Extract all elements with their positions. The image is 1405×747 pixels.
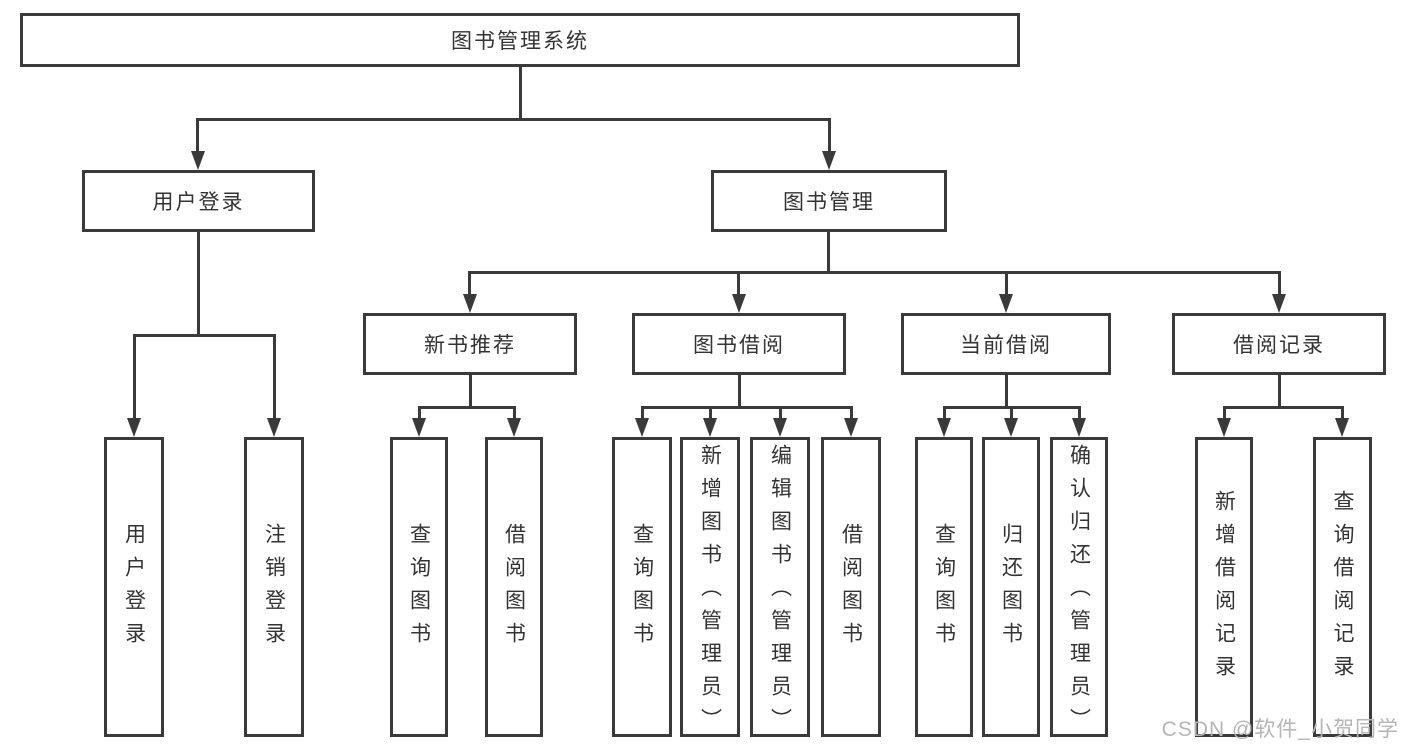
leaf-query-books-recommend: 查询图书	[390, 437, 448, 737]
edge-book-mgmt-rail	[469, 271, 1281, 274]
leaf-confirm-return-admin: 确认归还（管理员）	[1050, 437, 1108, 741]
edge-root-rail	[197, 118, 831, 121]
arrowhead-book-borrow	[732, 294, 746, 313]
edge-book-borrow-rail	[641, 406, 852, 409]
node-new-book-recommend: 新书推荐	[363, 313, 577, 375]
edge-user-login-stem	[197, 230, 200, 337]
edge-to-user-login	[196, 118, 199, 154]
arrowhead-leaf-login	[127, 418, 141, 437]
arrowhead-leaf	[635, 418, 649, 437]
edge-borrow-record-stem	[1278, 373, 1281, 409]
node-book-borrowing: 图书借阅	[632, 313, 846, 375]
edge-to-book-borrow	[737, 271, 740, 297]
edge-to-leaf	[779, 406, 782, 420]
arrowhead-new-book	[463, 294, 477, 313]
edge-to-leaf	[641, 406, 644, 420]
edge-to-leaf	[1010, 406, 1013, 420]
edge-to-book-mgmt	[828, 118, 831, 154]
arrowhead-book-mgmt	[822, 151, 836, 170]
arrowhead-leaf	[844, 418, 858, 437]
edge-to-current-borrow	[1005, 271, 1008, 297]
leaf-add-borrow-record: 新增借阅记录	[1195, 437, 1253, 737]
edge-to-leaf	[850, 406, 853, 420]
node-user-login: 用户登录	[82, 170, 315, 232]
leaf-borrow-books-recommend: 借阅图书	[485, 437, 543, 737]
edge-to-leaf-login	[133, 334, 136, 420]
edge-to-leaf	[1078, 406, 1081, 420]
edge-new-book-stem	[469, 373, 472, 409]
leaf-return-books: 归还图书	[982, 437, 1040, 737]
edge-to-leaf	[513, 406, 516, 420]
arrowhead-leaf	[703, 418, 717, 437]
node-book-management: 图书管理	[711, 170, 947, 232]
node-current-borrowing: 当前借阅	[901, 313, 1111, 375]
arrowhead-leaf	[1072, 418, 1086, 437]
edge-to-leaf-logout	[273, 334, 276, 420]
leaf-logout: 注销登录	[244, 437, 304, 737]
leaf-query-borrow-record: 查询借阅记录	[1313, 437, 1372, 737]
edge-to-leaf	[943, 406, 946, 420]
arrowhead-leaf	[1217, 418, 1231, 437]
edge-book-borrow-stem	[738, 373, 741, 409]
leaf-query-books-current: 查询图书	[915, 437, 973, 737]
leaf-edit-books-admin: 编辑图书（管理员）	[750, 437, 810, 741]
leaf-query-books-borrow: 查询图书	[612, 437, 672, 737]
edge-to-leaf	[418, 406, 421, 420]
edge-to-leaf	[709, 406, 712, 420]
arrowhead-borrow-record	[1272, 294, 1286, 313]
arrowhead-leaf	[773, 418, 787, 437]
arrowhead-leaf	[507, 418, 521, 437]
node-borrowing-records: 借阅记录	[1172, 313, 1386, 375]
edge-root-stem	[519, 65, 522, 121]
edge-current-borrow-stem	[1005, 373, 1008, 409]
arrowhead-user-login	[191, 151, 205, 170]
edge-new-book-rail	[418, 406, 516, 409]
edge-book-mgmt-stem	[827, 230, 830, 274]
leaf-add-books-admin: 新增图书（管理员）	[680, 437, 740, 741]
edge-to-new-book	[468, 271, 471, 297]
arrowhead-leaf	[937, 418, 951, 437]
arrowhead-leaf	[1335, 418, 1349, 437]
node-root-library-system: 图书管理系统	[20, 13, 1020, 67]
arrowhead-leaf	[1004, 418, 1018, 437]
edge-to-leaf	[1223, 406, 1226, 420]
edge-to-borrow-record	[1278, 271, 1281, 297]
arrowhead-leaf	[412, 418, 426, 437]
edge-to-leaf	[1341, 406, 1344, 420]
leaf-borrow-books: 借阅图书	[821, 437, 881, 737]
csdn-watermark: CSDN @软件_小贺同学	[1161, 718, 1399, 741]
edge-borrow-record-rail	[1223, 406, 1343, 409]
edge-user-login-rail	[133, 334, 276, 337]
leaf-user-login: 用户登录	[104, 437, 164, 737]
arrowhead-current-borrow	[999, 294, 1013, 313]
arrowhead-leaf-logout	[267, 418, 281, 437]
